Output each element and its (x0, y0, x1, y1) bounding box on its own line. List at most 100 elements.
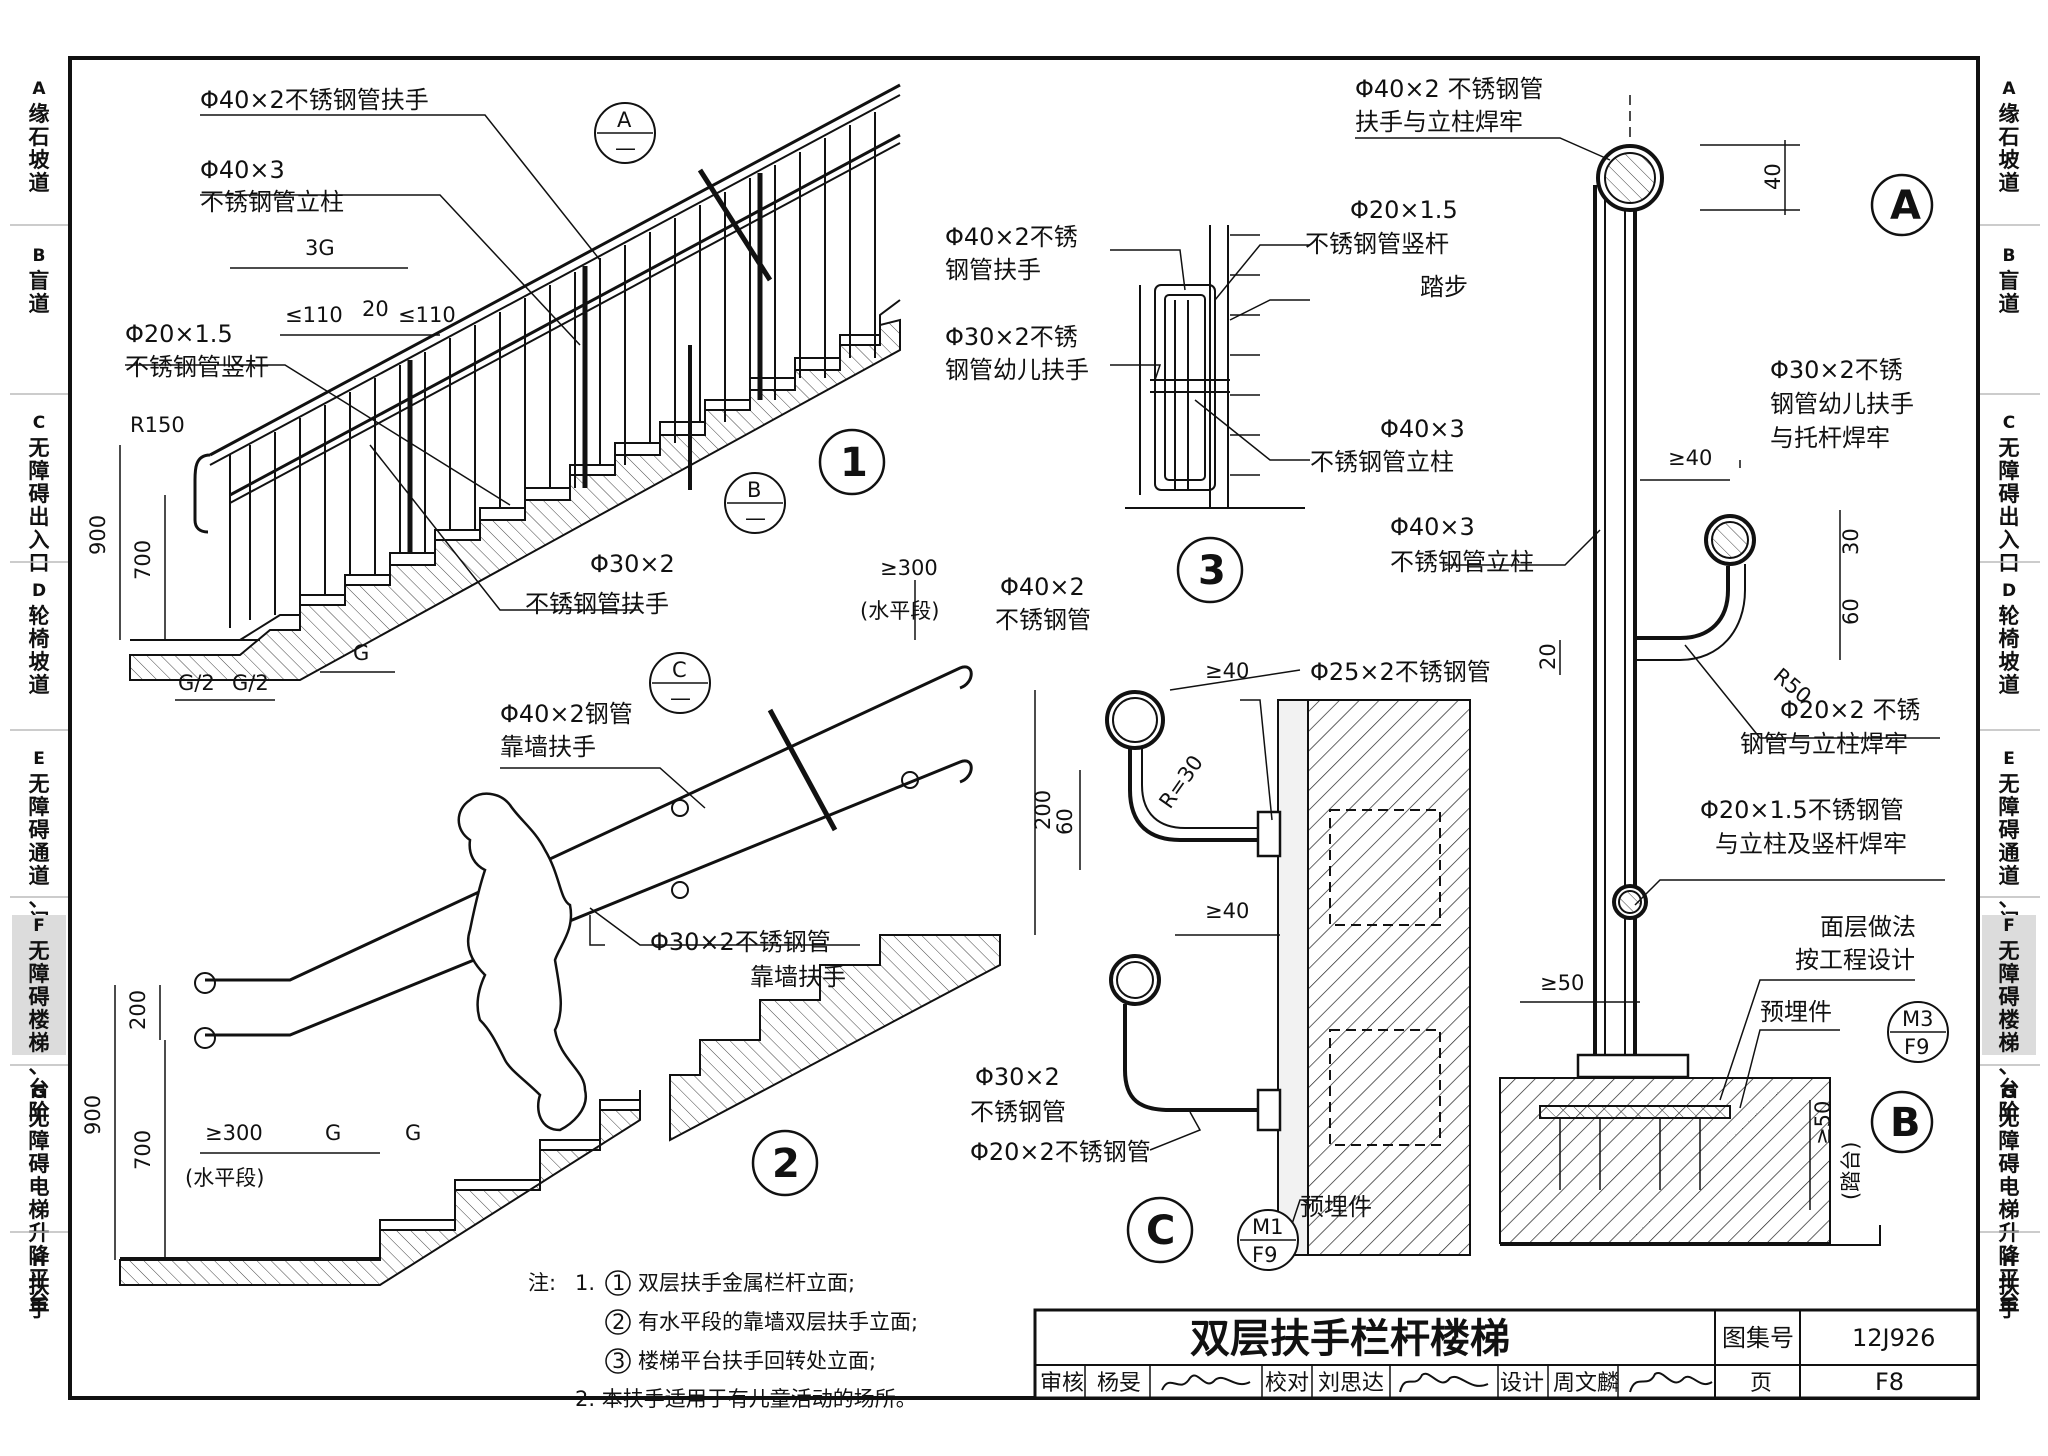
tab-dividers (10, 224, 2040, 1233)
fig2-section-c-cut (767, 708, 838, 832)
atlas-number: 12J926 (1852, 1324, 1935, 1352)
fig2-dim-200: 200 (126, 990, 150, 1030)
fig2-lower-handrail (205, 759, 973, 1037)
fig1-upper-handrail-inner (209, 94, 901, 466)
detailc-label-30-a: Φ30×2 (975, 1063, 1060, 1091)
fig1-number: 1 (840, 440, 868, 486)
fig1-section-a-cut (697, 168, 773, 282)
notes-n1-b-mark: 2 (612, 1310, 625, 1334)
detailb-ref-bot: F9 (1904, 1035, 1929, 1059)
figure-3-landing-turn: Φ40×2不锈 钢管扶手 Φ30×2不锈 钢管幼儿扶手 Φ20×1.5 不锈钢管… (945, 196, 1468, 604)
detailab-label-top-b: 扶手与立柱焊牢 (1355, 108, 1523, 136)
notes-head: 注: (528, 1271, 556, 1295)
detailab-dim-ge50-note: (踏台) (1839, 1142, 1863, 1200)
detailb-foundation (1499, 1077, 1831, 1244)
detailb-anchors (1559, 1118, 1701, 1190)
page-number: F8 (1875, 1368, 1904, 1396)
detail-ab-post-section: Φ40×2 不锈钢管 扶手与立柱焊牢 40 A Φ30×2不锈 钢管幼儿扶手 与… (1355, 75, 1949, 1246)
fig2-label-30-b: 靠墙扶手 (750, 963, 846, 991)
fig2-dim-horiz: (水平段) (860, 599, 939, 623)
section-tab-letter: D (2001, 581, 2017, 601)
detailab-label-top-a: Φ40×2 不锈钢管 (1355, 75, 1543, 103)
section-tab-label: 盲 道 (1998, 269, 2020, 316)
fig1-lower-handrail-inner (229, 142, 901, 504)
fig2-dim-g-b: G (405, 1121, 421, 1145)
detailc-label-30-b: 不锈钢管 (970, 1098, 1066, 1126)
detailb-name: B (1890, 1100, 1921, 1146)
section-tab-letter: A (32, 79, 46, 99)
child-silhouette (457, 792, 588, 1132)
detailab-label-surface-b: 按工程设计 (1795, 946, 1915, 974)
signature-review (1161, 1374, 1251, 1391)
fig1-label-30-a: Φ30×2 (590, 550, 675, 578)
check-label: 校对 (1265, 1371, 1309, 1396)
section-tab-label: 缘 石 坡 道 (28, 102, 50, 195)
fig2-dim-700: 700 (131, 1130, 155, 1170)
fig3-label-post-b: 不锈钢管立柱 (1310, 448, 1454, 476)
detailc-dimensions (1034, 669, 1301, 936)
section-tab-label: 无 障 碍 通 道 、 门 (1998, 772, 2020, 934)
fig3-label-30-b: 钢管幼儿扶手 (945, 356, 1089, 384)
detailc-name: C (1146, 1208, 1175, 1254)
fig2-label-30-a: Φ30×2不锈钢管 (650, 928, 831, 956)
fig3-label-step: 踏步 (1420, 273, 1468, 301)
section-tab-letter: B (32, 246, 46, 266)
fig3-number-circle (1176, 536, 1244, 604)
fig1-label-post-b: 不锈钢管立柱 (200, 188, 344, 216)
section-tab-letter: B (2002, 246, 2016, 266)
fig2-number-circle (751, 1129, 819, 1197)
fig1-dim-20: 20 (362, 297, 389, 321)
drawing-frame (68, 56, 1980, 1400)
fig2-dim-ge300: ≥300 (880, 556, 938, 580)
detailab-label-20x2-a: Φ20×2 不锈 (1780, 696, 1920, 724)
section-tab-letter: F (2003, 916, 2015, 936)
detailc-dim-ge40-a: ≥40 (1205, 659, 1249, 683)
detailc-label-25: Φ25×2不锈钢管 (1310, 658, 1491, 686)
notes-n1-a-mark: 1 (612, 1271, 625, 1295)
fig1-lower-handrail (229, 133, 901, 497)
fig1-posts (407, 173, 763, 553)
fig2-leaders (500, 767, 860, 946)
section-tab-a[interactable]: A 缘 石 坡 道 (12, 78, 66, 215)
section-tab-e[interactable]: E 无 障 碍 通 道 、 门 (1982, 748, 2036, 934)
notes-n1-b: 有水平段的靠墙双层扶手立面; (638, 1310, 918, 1334)
fig1-dim-900: 900 (86, 515, 110, 555)
detailab-label-post-b: 不锈钢管立柱 (1390, 548, 1534, 576)
section-tab-letter: E (2003, 749, 2015, 769)
title-block: 双层扶手栏杆楼梯 图集号 12J926 审核 杨旻 校对 刘思达 设计 周文麟 … (1033, 1308, 1980, 1400)
section-tab-label: 无 障 碍 电 梯 升 降 平 台 (1998, 1106, 2020, 1314)
fig2-dimensions (114, 580, 916, 1260)
design-label: 设计 (1500, 1371, 1544, 1396)
drawing-title: 双层扶手栏杆楼梯 (1190, 1316, 1510, 1362)
detailb-ref-top: M3 (1902, 1007, 1933, 1031)
fig2-handrail-end-lower (194, 1027, 216, 1049)
fig1-dim-le110-b: ≤110 (398, 303, 456, 327)
fig1-step-profile (239, 299, 901, 641)
fig1-dim-3g: 3G (305, 236, 335, 260)
fig1-balusters (229, 112, 876, 628)
detailab-embed: 预埋件 (1760, 998, 1832, 1026)
fig2-upper-handrail (205, 665, 973, 982)
detailab-dim-40: 40 (1761, 163, 1785, 190)
fig1-dim-g: G (353, 641, 369, 665)
fig2-dim-900: 900 (81, 1095, 105, 1135)
fig1-dim-700: 700 (131, 540, 155, 580)
signature-design (1629, 1372, 1713, 1393)
fig1-label-handrail: Φ40×2不锈钢管扶手 (200, 86, 429, 114)
atlas-label: 图集号 (1722, 1324, 1794, 1352)
review-name: 杨旻 (1097, 1371, 1141, 1396)
section-tab-b[interactable]: B 盲 道 (1982, 245, 2036, 384)
section-tab-letter: D (31, 581, 47, 601)
